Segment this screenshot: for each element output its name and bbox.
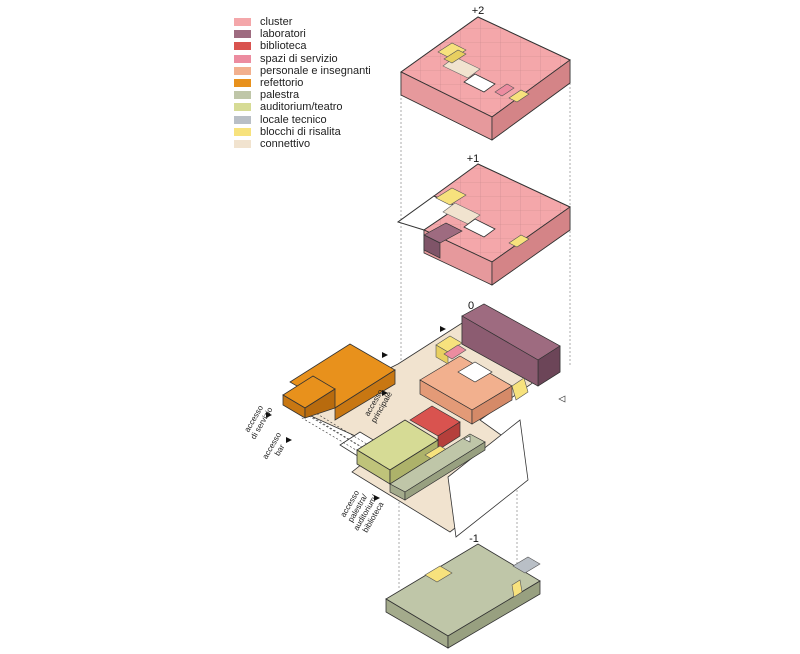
level-label-plus1: +1	[467, 153, 480, 165]
legend-swatch	[234, 30, 251, 39]
arrow-icon	[266, 412, 272, 418]
legend-label: connettivo	[260, 137, 311, 150]
floor-plan-plus1	[396, 163, 571, 286]
legend-item: palestra	[234, 89, 371, 101]
legend-label: cluster	[260, 16, 293, 29]
arrow-icon	[558, 395, 566, 403]
level-label-ground: 0	[468, 300, 474, 312]
level-label-minus1: -1	[469, 533, 479, 545]
legend-label: personale e insegnanti	[260, 64, 371, 77]
level-label-plus2: +2	[472, 5, 485, 17]
access-label-servizio: accesso di servizio	[243, 403, 275, 441]
floor-plan-minus1	[385, 543, 541, 649]
legend-label: blocchi di risalita	[260, 125, 341, 138]
legend-item: refettorio	[234, 77, 371, 89]
legend-item: blocchi di risalita	[234, 126, 371, 138]
legend-label: palestra	[260, 89, 300, 102]
legend-swatch	[234, 91, 251, 100]
legend-item: connettivo	[234, 138, 371, 150]
arrow-icon	[382, 352, 388, 358]
legend-swatch	[234, 66, 251, 75]
legend-label: biblioteca	[260, 40, 307, 53]
legend-item: spazi di servizio	[234, 53, 371, 65]
arrow-icon	[382, 390, 388, 396]
legend-swatch	[234, 139, 251, 148]
access-arrows	[266, 326, 566, 501]
legend-item: laboratori	[234, 28, 371, 40]
legend-swatch	[234, 18, 251, 27]
legend-label: laboratori	[260, 28, 306, 41]
legend-label: auditorium/teatro	[260, 101, 343, 114]
legend-label: refettorio	[260, 77, 304, 90]
arrow-icon	[374, 495, 380, 501]
legend-label: locale tecnico	[260, 113, 327, 126]
arrow-icon	[463, 435, 471, 443]
arrow-icon	[440, 326, 446, 332]
legend-swatch	[234, 54, 251, 63]
legend-label: spazi di servizio	[260, 52, 338, 65]
legend-swatch	[234, 103, 251, 112]
floor-plan-plus2	[400, 16, 571, 141]
legend-swatch	[234, 42, 251, 51]
legend-item: biblioteca	[234, 40, 371, 52]
access-label-bar: accesso bar	[261, 430, 287, 460]
legend-item: auditorium/teatro	[234, 101, 371, 113]
legend-swatch	[234, 127, 251, 136]
access-label-palestra: accesso palestra/ auditorium/ biblioteca	[339, 488, 386, 534]
floor-plan-ground	[282, 303, 561, 538]
legend-item: locale tecnico	[234, 114, 371, 126]
legend-swatch	[234, 115, 251, 124]
legend-item: personale e insegnanti	[234, 65, 371, 77]
legend-item: cluster	[234, 16, 371, 28]
arrow-icon	[286, 437, 292, 443]
legend-swatch	[234, 79, 251, 88]
